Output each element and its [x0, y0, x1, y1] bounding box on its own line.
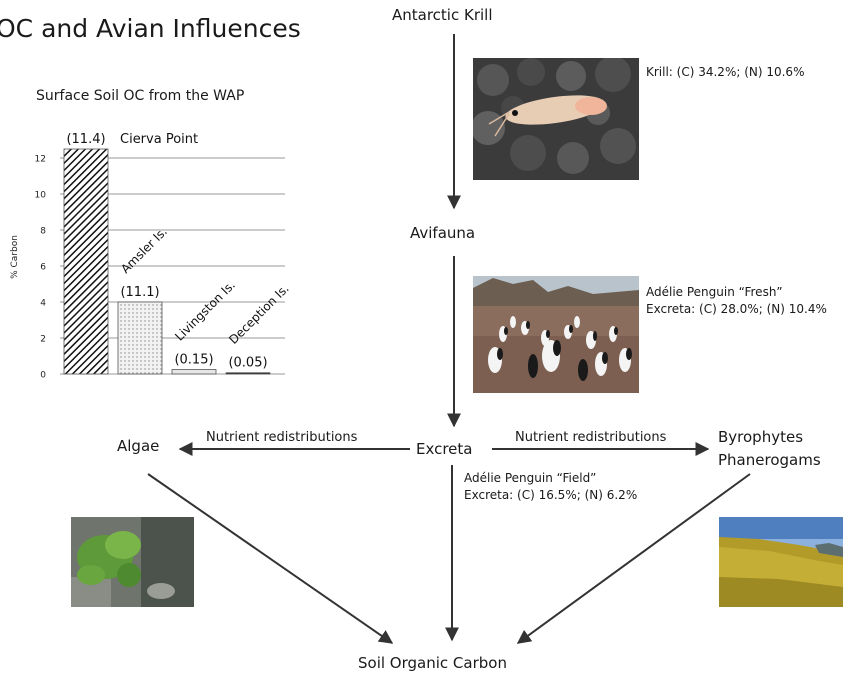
- category-label: Deception Is.: [226, 281, 292, 347]
- vegetation-photo: [719, 517, 843, 607]
- y-tick-label: 6: [40, 263, 46, 273]
- y-tick-label: 4: [40, 299, 46, 309]
- node-excreta: Excreta: [416, 440, 473, 458]
- y-axis-label: % Carbon: [10, 235, 20, 279]
- caption-field-excreta: Adélie Penguin “Field” Excreta: (C) 16.5…: [464, 471, 638, 502]
- node-algae: Algae: [117, 437, 160, 455]
- caption-fresh-excreta: Adélie Penguin “Fresh” Excreta: (C) 28.0…: [646, 285, 827, 316]
- y-tick-label: 0: [40, 371, 46, 381]
- edge-label-left: Nutrient redistributions: [206, 430, 358, 445]
- edge-label-right: Nutrient redistributions: [515, 430, 667, 445]
- bar: [117, 301, 163, 375]
- bar: [225, 372, 271, 375]
- penguin-colony-photo: [473, 276, 639, 393]
- bar: [171, 369, 217, 375]
- node-byrophytes: Byrophytes: [718, 428, 804, 446]
- chart-title: Surface Soil OC from the WAP: [36, 88, 245, 104]
- y-tick-label: 8: [40, 227, 46, 237]
- category-label: Livingston Is.: [172, 278, 238, 344]
- y-tick-label: 12: [35, 155, 46, 165]
- data-label: (0.15): [174, 353, 213, 368]
- category-label: Cierva Point: [120, 132, 198, 147]
- data-label: (11.1): [120, 285, 159, 300]
- node-antarctic-krill: Antarctic Krill: [392, 6, 493, 24]
- algae-photo: [71, 517, 194, 607]
- data-label: (11.4): [66, 132, 105, 147]
- y-tick-label: 2: [40, 335, 46, 345]
- data-label: (0.05): [228, 356, 267, 371]
- category-label: Amsler Is.: [118, 224, 170, 276]
- node-phanerogams: Phanerogams: [718, 451, 821, 469]
- krill-photo: [473, 58, 639, 180]
- node-soil-organic-carbon: Soil Organic Carbon: [358, 654, 507, 672]
- diagram-title: OC and Avian Influences: [0, 14, 301, 43]
- node-avifauna: Avifauna: [410, 224, 476, 242]
- bar: [63, 148, 109, 375]
- y-tick-label: 10: [35, 191, 47, 201]
- caption-krill: Krill: (C) 34.2%; (N) 10.6%: [646, 65, 805, 79]
